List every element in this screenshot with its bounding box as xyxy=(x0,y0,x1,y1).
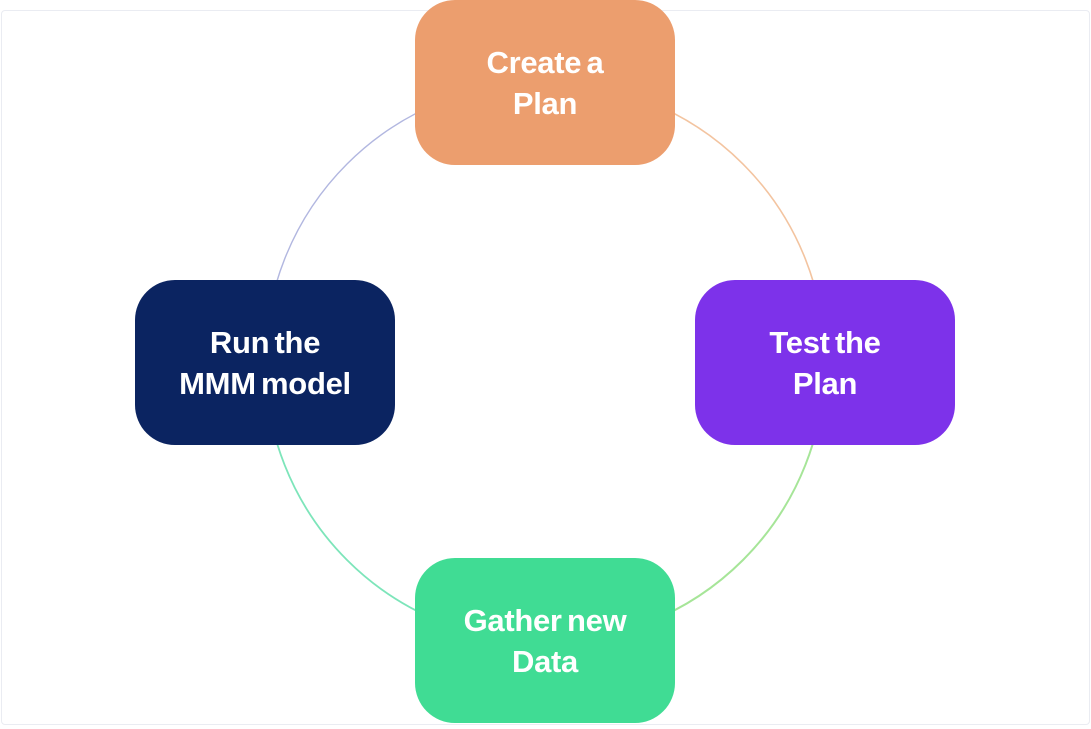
node-label-line: Gather new xyxy=(463,602,627,638)
node-label-line: Plan xyxy=(792,365,858,401)
node-label-line: Run the xyxy=(209,324,321,360)
node-run-the-mmm-model: Run the MMM model xyxy=(135,280,395,445)
node-create-a-plan: Create a Plan xyxy=(415,0,675,165)
node-label-line: Test the xyxy=(769,324,881,360)
node-gather-new-data: Gather new Data xyxy=(415,558,675,723)
node-test-the-plan: Test the Plan xyxy=(695,280,955,445)
node-label-line: MMM model xyxy=(179,365,351,401)
node-label-line: Data xyxy=(512,643,578,679)
node-label-line: Plan xyxy=(512,85,578,121)
node-label-line: Create a xyxy=(486,44,604,80)
